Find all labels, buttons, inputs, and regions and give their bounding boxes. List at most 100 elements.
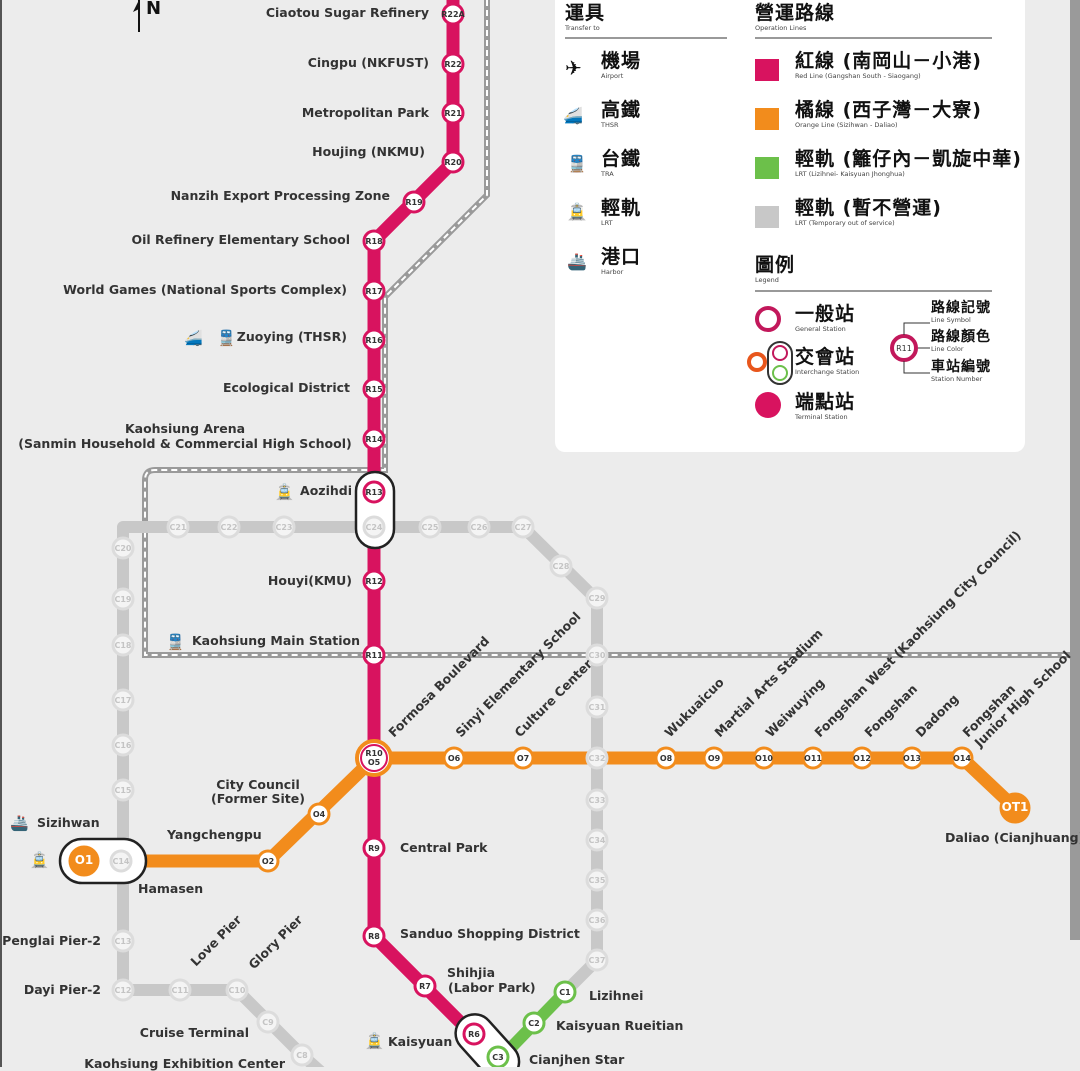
station-label[interactable]: Central Park (400, 840, 488, 855)
station-label[interactable]: Kaohsiung Arena (124, 421, 246, 436)
station-label[interactable]: Sizihwan (37, 815, 100, 830)
station-c16[interactable]: C16 (111, 733, 135, 757)
station-c31[interactable]: C31 (585, 695, 609, 719)
station-c35[interactable]: C35 (585, 868, 609, 892)
station-c17[interactable]: C17 (111, 688, 135, 712)
station-r20[interactable]: R20 (441, 150, 465, 174)
station-label[interactable]: Kaisyuan Rueitian (556, 1018, 684, 1033)
station-c19[interactable]: C19 (111, 587, 135, 611)
station-label[interactable]: Cingpu (NKFUST) (307, 55, 429, 70)
station-o9[interactable]: O9 (702, 746, 726, 770)
station-o1[interactable]: O1 (68, 845, 100, 877)
station-r14[interactable]: R14 (362, 427, 386, 451)
station-c2[interactable]: C2 (522, 1011, 546, 1035)
station-r18[interactable]: R18 (362, 229, 386, 253)
station-c27[interactable]: C27 (511, 515, 535, 539)
station-r16[interactable]: R16 (362, 328, 386, 352)
station-c11[interactable]: C11 (168, 978, 192, 1002)
station-label[interactable]: Zuoying (THSR) (236, 329, 347, 344)
station-number: R16 (365, 336, 383, 345)
station-c10[interactable]: C10 (225, 978, 249, 1002)
station-label[interactable]: Sanduo Shopping District (400, 926, 580, 941)
station-label[interactable]: Aozihdi (300, 483, 352, 498)
station-r6[interactable]: R6 (462, 1022, 486, 1046)
station-r11[interactable]: R11 (362, 643, 386, 667)
station-label[interactable]: Oil Refinery Elementary School (131, 232, 350, 247)
station-label[interactable]: Penglai Pier-2 (2, 933, 101, 948)
station-c14[interactable]: C14 (109, 849, 133, 873)
station-label[interactable]: World Games (National Sports Complex) (63, 282, 347, 297)
station-c20[interactable]: C20 (111, 536, 135, 560)
station-c30[interactable]: C30 (585, 643, 609, 667)
station-c8[interactable]: C8 (290, 1043, 314, 1067)
station-label[interactable]: (Sanmin Household & Commercial High Scho… (18, 436, 352, 451)
station-r9[interactable]: R9 (362, 836, 386, 860)
station-o4[interactable]: O4 (307, 802, 331, 826)
station-c33[interactable]: C33 (585, 788, 609, 812)
station-label[interactable]: Ciaotou Sugar Refinery (265, 5, 429, 20)
station-label[interactable]: Houyi(KMU) (267, 573, 352, 588)
station-c3[interactable]: C3 (486, 1045, 510, 1067)
green-line-swatch (755, 157, 779, 179)
station-r8[interactable]: R8 (362, 924, 386, 948)
station-ot1[interactable]: OT1 (999, 792, 1031, 824)
station-c1[interactable]: C1 (553, 980, 577, 1004)
station-label[interactable]: Yangchengpu (167, 827, 262, 842)
station-c32[interactable]: C32 (585, 746, 609, 770)
station-r7[interactable]: R7 (413, 974, 437, 998)
station-c37[interactable]: C37 (585, 948, 609, 972)
station-label[interactable]: Kaisyuan (388, 1034, 453, 1049)
station-label[interactable]: Cianjhen Star (529, 1052, 625, 1067)
station-label[interactable]: (Labor Park) (448, 980, 536, 995)
station-c9[interactable]: C9 (256, 1010, 280, 1034)
station-r22[interactable]: R22 (441, 52, 465, 76)
station-o6[interactable]: O6 (442, 746, 466, 770)
station-r21[interactable]: R21 (441, 101, 465, 125)
station-label[interactable]: Dayi Pier-2 (23, 982, 101, 997)
station-r12[interactable]: R12 (362, 569, 386, 593)
station-c24[interactable]: C24 (362, 515, 386, 539)
station-label[interactable]: Nanzih Export Processing Zone (170, 188, 390, 203)
station-label[interactable]: Daliao (Cianjhuang) (945, 830, 1080, 845)
station-o8[interactable]: O8 (654, 746, 678, 770)
station-circle (585, 643, 609, 667)
station-o7[interactable]: O7 (511, 746, 535, 770)
station-c34[interactable]: C34 (585, 828, 609, 852)
station-c26[interactable]: C26 (467, 515, 491, 539)
station-o2[interactable]: O2 (256, 849, 280, 873)
station-label[interactable]: Kaohsiung Main Station (192, 633, 360, 648)
station-label[interactable]: Shihjia (446, 965, 496, 980)
station-label[interactable]: (Former Site) (211, 791, 305, 806)
station-r19[interactable]: R19 (402, 190, 426, 214)
station-o10[interactable]: O10 (752, 746, 776, 770)
station-c25[interactable]: C25 (418, 515, 442, 539)
station-c28[interactable]: C28 (549, 554, 573, 578)
station-label[interactable]: Ecological District (222, 380, 350, 395)
station-o14[interactable]: O14 (950, 746, 974, 770)
station-c18[interactable]: C18 (111, 633, 135, 657)
station-c22[interactable]: C22 (217, 515, 241, 539)
station-r13[interactable]: R13 (362, 480, 386, 504)
station-label[interactable]: Lizihnei (589, 988, 644, 1003)
station-c23[interactable]: C23 (272, 515, 296, 539)
station-label[interactable]: Houjing (NKMU) (312, 144, 425, 159)
station-label[interactable]: Kaohsiung Exhibition Center (84, 1056, 285, 1071)
station-c21[interactable]: C21 (166, 515, 190, 539)
station-c36[interactable]: C36 (585, 908, 609, 932)
station-label[interactable]: Hamasen (138, 881, 204, 896)
station-c12[interactable]: C12 (111, 978, 135, 1002)
station-label[interactable]: City Council (216, 777, 300, 792)
station-r22a[interactable]: R22A (441, 2, 466, 26)
station-o13[interactable]: O13 (900, 746, 924, 770)
station-o12[interactable]: O12 (850, 746, 874, 770)
station-c29[interactable]: C29 (585, 586, 609, 610)
station-label[interactable]: Cruise Terminal (139, 1025, 249, 1040)
scrollbar[interactable] (1070, 0, 1080, 940)
station-r17[interactable]: R17 (362, 279, 386, 303)
station-o11[interactable]: O11 (801, 746, 825, 770)
station-label[interactable]: Metropolitan Park (301, 105, 429, 120)
station-c13[interactable]: C13 (111, 929, 135, 953)
station-r15[interactable]: R15 (362, 377, 386, 401)
station-c15[interactable]: C15 (111, 778, 135, 802)
